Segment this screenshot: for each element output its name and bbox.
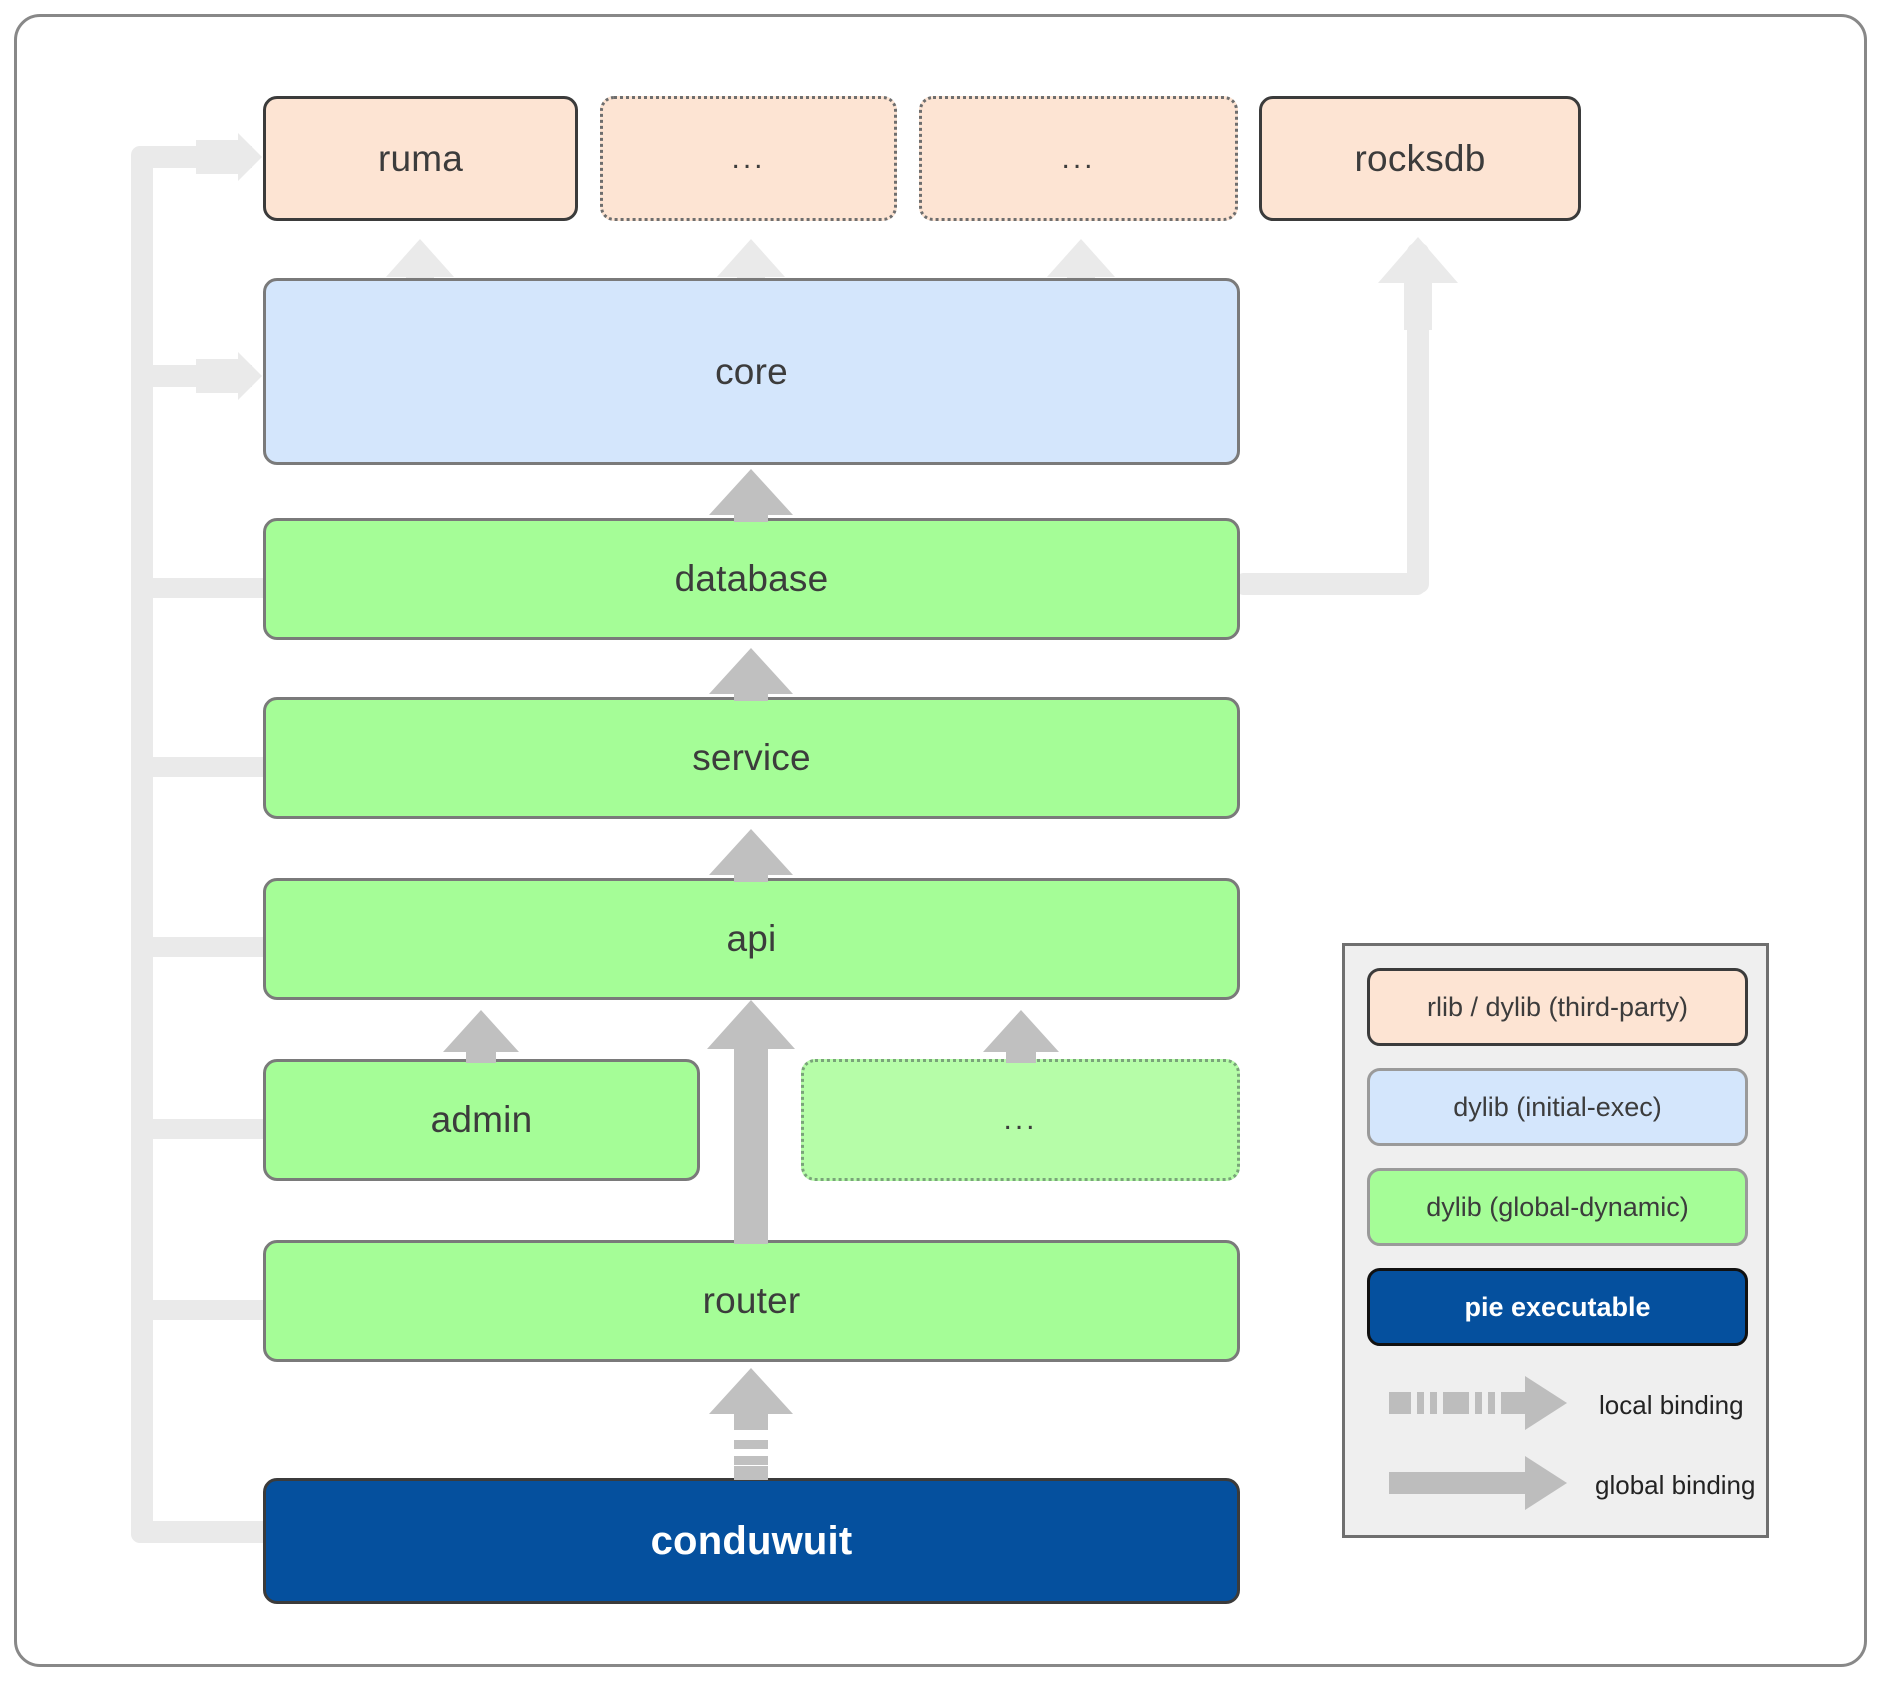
database-to-rocksdb-vertical [1407, 243, 1429, 593]
node-mid-ellipsis[interactable]: ... [801, 1059, 1240, 1181]
node-admin[interactable]: admin [263, 1059, 700, 1181]
legend-item-label: pie executable [1464, 1291, 1651, 1322]
feeder-conduwuit [142, 1521, 270, 1543]
branch-to-ruma [142, 146, 252, 168]
node-rocksdb[interactable]: rocksdb [1259, 96, 1581, 221]
node-router[interactable]: router [263, 1240, 1240, 1362]
node-api[interactable]: api [263, 878, 1240, 1000]
legend-item-initial-exec: dylib (initial-exec) [1367, 1068, 1748, 1146]
node-label: api [726, 918, 777, 959]
node-top-ellipsis-1[interactable]: ... [600, 96, 897, 221]
legend-item-label: dylib (global-dynamic) [1426, 1191, 1689, 1222]
database-to-rocksdb-horizontal [1235, 573, 1426, 595]
node-label: ... [1003, 1103, 1038, 1136]
legend-item-global-dynamic: dylib (global-dynamic) [1367, 1168, 1748, 1246]
node-top-ellipsis-2[interactable]: ... [919, 96, 1238, 221]
feeder-router [142, 1300, 270, 1320]
legend-item-third-party: rlib / dylib (third-party) [1367, 968, 1748, 1046]
branch-to-core [142, 365, 252, 387]
legend-panel: rlib / dylib (third-party) dylib (initia… [1342, 943, 1769, 1538]
node-label: admin [430, 1099, 533, 1140]
node-label: core [715, 350, 788, 392]
node-label: database [674, 558, 829, 599]
legend-key-label: global binding [1595, 1470, 1756, 1500]
node-label: ... [1061, 141, 1096, 175]
node-database[interactable]: database [263, 518, 1240, 640]
left-trunk-vertical [131, 146, 153, 1543]
node-label: conduwuit [650, 1518, 853, 1563]
node-label: rocksdb [1354, 137, 1486, 179]
legend-key-label: local binding [1599, 1390, 1744, 1420]
node-label: service [692, 737, 811, 778]
node-label: ... [731, 141, 766, 175]
feeder-service [142, 757, 270, 777]
node-conduwuit[interactable]: conduwuit [263, 1478, 1240, 1604]
node-core[interactable]: core [263, 278, 1240, 465]
node-service[interactable]: service [263, 697, 1240, 819]
feeder-admin [142, 1119, 270, 1139]
legend-key-local-binding: local binding [1599, 1390, 1744, 1421]
feeder-api [142, 937, 270, 957]
node-label: ruma [377, 137, 464, 179]
feeder-database [142, 578, 270, 598]
legend-key-global-binding: global binding [1595, 1470, 1755, 1501]
node-label: router [702, 1280, 801, 1321]
node-ruma[interactable]: ruma [263, 96, 578, 221]
legend-item-label: rlib / dylib (third-party) [1426, 991, 1689, 1022]
legend-item-label: dylib (initial-exec) [1453, 1091, 1662, 1122]
legend-item-pie-executable: pie executable [1367, 1268, 1748, 1346]
